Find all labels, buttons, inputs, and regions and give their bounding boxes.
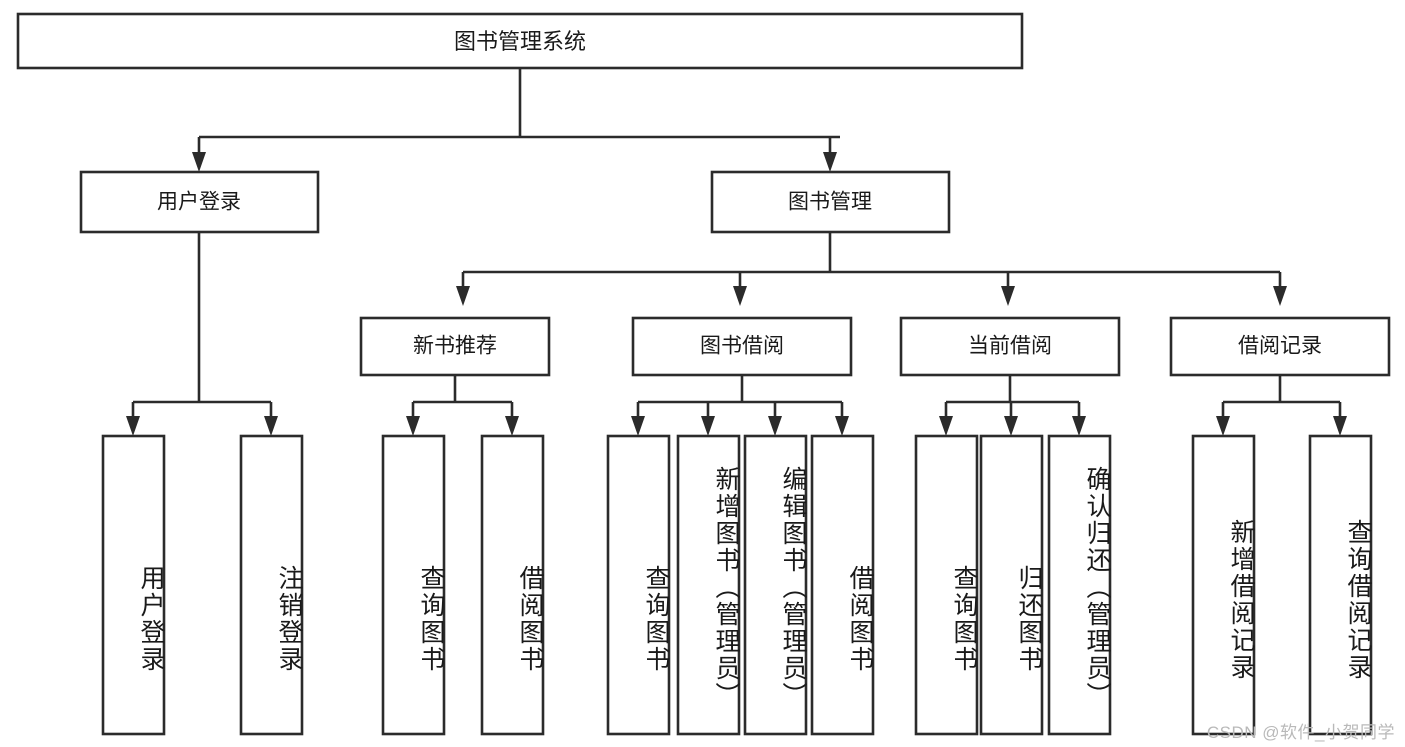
node-user-login[interactable]: 用户登录 [79,170,320,234]
leaf-boxes [101,434,1373,736]
node-new-book-recommend[interactable]: 新书推荐 [359,316,551,377]
node-book-borrow[interactable]: 图书借阅 [631,316,853,377]
connector-userlogin-to-leaves [126,232,278,436]
connector-root-to-level2 [192,68,840,172]
node-book-manage[interactable]: 图书管理 [710,170,951,234]
leaf-box-logout-login[interactable] [239,434,304,736]
connector-borrowrecord-to-leaves [1216,375,1347,436]
node-current-borrow-label: 当前借阅 [968,335,1052,358]
leaf-box-query-book-1[interactable] [381,434,446,736]
leaf-box-query-book-3[interactable] [914,434,979,736]
connector-bookborrow-to-leaves [631,375,849,436]
node-book-borrow-label: 图书借阅 [700,335,784,358]
connector-bookmanage-to-level3 [456,232,1287,306]
watermark-text: CSDN @软件_小贺同学 [1206,723,1395,742]
node-root-system[interactable]: 图书管理系统 [16,12,1024,70]
node-user-login-label: 用户登录 [157,191,241,214]
node-root-system-label: 图书管理系统 [454,29,586,54]
leaf-box-query-book-2[interactable] [606,434,671,736]
node-book-manage-label: 图书管理 [788,191,872,214]
leaf-box-add-book[interactable] [676,434,741,736]
leaf-box-edit-book[interactable] [743,434,808,736]
node-borrow-record[interactable]: 借阅记录 [1169,316,1391,377]
leaf-box-borrow-book-2[interactable] [810,434,875,736]
leaf-box-query-record[interactable] [1308,434,1373,736]
leaf-box-borrow-book-1[interactable] [480,434,545,736]
leaf-box-return-book[interactable] [979,434,1044,736]
leaf-box-add-record[interactable] [1191,434,1256,736]
node-borrow-record-label: 借阅记录 [1238,335,1322,358]
leaf-box-user-login[interactable] [101,434,166,736]
leaf-box-confirm-return[interactable] [1047,434,1112,736]
connector-currentborrow-to-leaves [939,375,1086,436]
connector-newbook-to-leaves [406,375,519,436]
node-new-book-recommend-label: 新书推荐 [413,335,497,358]
node-current-borrow[interactable]: 当前借阅 [899,316,1121,377]
